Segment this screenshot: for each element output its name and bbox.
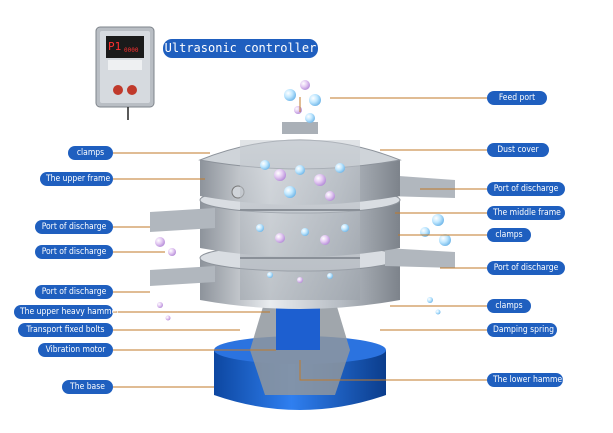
label-lower-hammer: The lower hammer	[487, 373, 565, 387]
label-port-discharge-l1: Port of discharge	[35, 220, 113, 234]
label-clamps-low: clamps	[487, 299, 531, 313]
leader-lines	[113, 97, 487, 388]
label-feed-port: Feed port	[487, 91, 547, 105]
base-body	[214, 292, 386, 410]
label-clamps-mid: clamps	[487, 228, 531, 242]
cutaway-interior	[240, 140, 360, 300]
label-upper-frame: The upper frame	[40, 172, 113, 186]
label-port-discharge-r1: Port of discharge	[487, 182, 565, 196]
label-the-base: The base	[62, 380, 113, 394]
label-damping-spring: Damping spring	[487, 323, 557, 337]
label-transport-bolts: Transport fixed bolts	[18, 323, 113, 337]
controller-box	[95, 26, 155, 120]
label-vibration-motor: Vibration motor	[38, 343, 113, 357]
label-clamps-top: clamps	[68, 146, 113, 160]
controller-digits: 0000	[124, 46, 144, 56]
label-port-discharge-l2: Port of discharge	[35, 245, 113, 259]
controller-title: Ultrasonic controller	[163, 39, 318, 58]
label-middle-frame: The middle frame	[487, 206, 565, 220]
display-text: P1	[108, 40, 122, 53]
label-upper-heavy-hammer: The upper heavy hammer	[14, 305, 120, 319]
label-port-discharge-l3: Port of discharge	[35, 285, 113, 299]
label-dust-cover: Dust cover	[487, 143, 549, 157]
digits-text: 0000	[124, 47, 139, 54]
label-port-discharge-r2: Port of discharge	[487, 261, 565, 275]
particles	[155, 80, 451, 321]
controller-display: P1	[108, 38, 142, 56]
